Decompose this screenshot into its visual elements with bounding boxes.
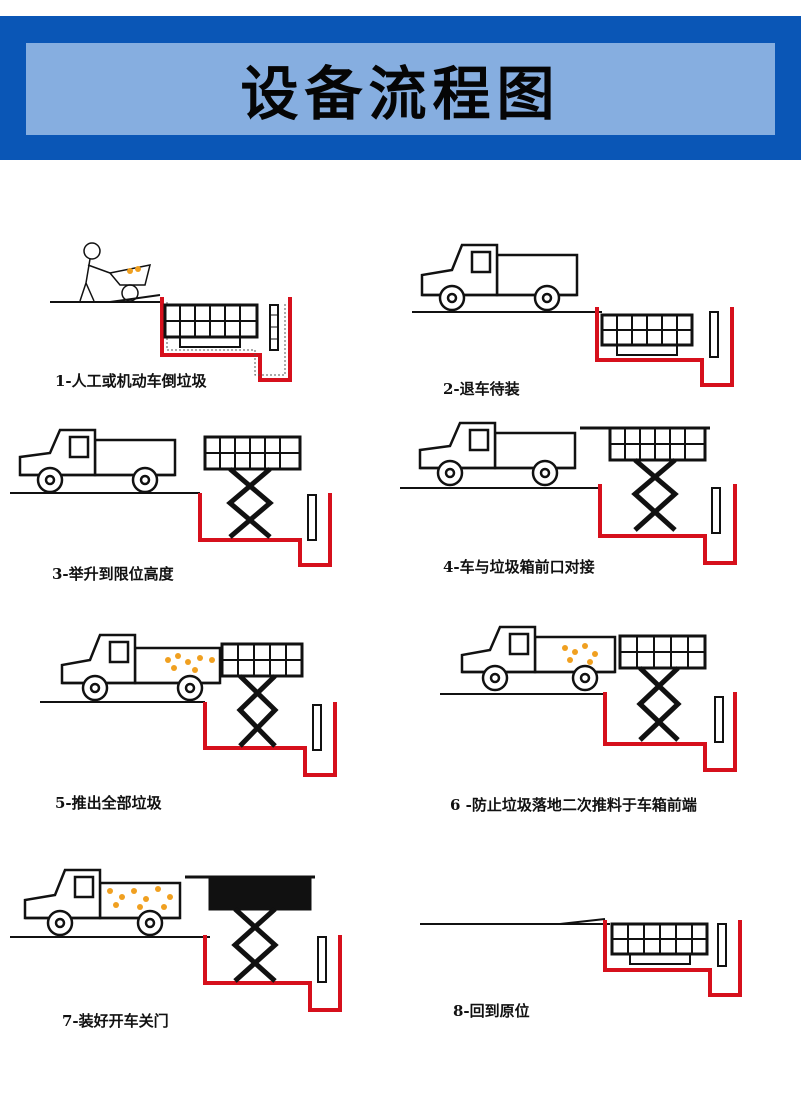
bin-raised	[185, 875, 315, 983]
step-4-diagram	[400, 418, 750, 568]
step-5-diagram	[40, 630, 350, 780]
step-2-diagram	[412, 240, 742, 390]
bin	[163, 303, 259, 348]
truck	[460, 625, 617, 692]
header-title-box: 设备流程图	[26, 43, 775, 135]
step-3-label: 3-举升到限位高度	[52, 565, 174, 583]
bin-raised	[618, 634, 707, 742]
header-banner: 设备流程图	[0, 16, 801, 160]
bin	[610, 922, 709, 965]
page-title: 设备流程图	[240, 60, 561, 128]
step-5-label: 5-推出全部垃圾	[55, 794, 162, 812]
truck	[60, 633, 222, 702]
step-1-diagram	[50, 235, 310, 385]
step-4-label: 4-车与垃圾箱前口对接	[443, 558, 595, 576]
step-6-diagram	[440, 622, 750, 772]
step-7-diagram	[10, 865, 342, 1015]
step-7-label: 7-装好开车关门	[62, 1012, 169, 1030]
step-6-label: 6 -防止垃圾落地二次推料于车箱前端	[450, 796, 697, 814]
step-2-label: 2-退车待装	[443, 380, 520, 398]
step-1-label: 1-人工或机动车倒垃圾	[55, 372, 207, 390]
truck	[420, 243, 579, 312]
bin-raised	[220, 642, 304, 748]
cargo	[165, 653, 215, 673]
bin	[600, 313, 694, 356]
cargo	[562, 643, 598, 665]
bin-raised	[203, 435, 302, 539]
truck	[18, 428, 177, 494]
truck	[23, 868, 182, 937]
step-3-diagram	[10, 425, 340, 575]
bin-raised	[580, 426, 710, 532]
wheelbarrow	[108, 264, 152, 302]
worker-figure	[79, 242, 111, 302]
truck	[418, 421, 577, 487]
step-8-label: 8-回到原位	[453, 1002, 530, 1020]
step-8-diagram	[420, 910, 750, 1010]
cargo	[107, 886, 173, 910]
